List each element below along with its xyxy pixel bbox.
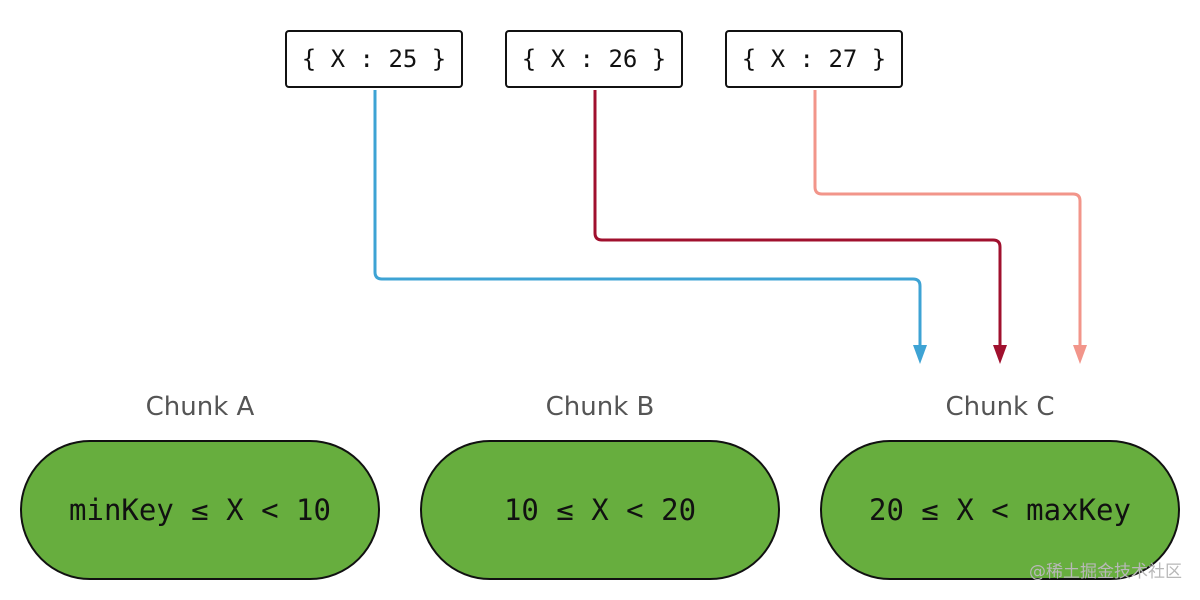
arrow-head-doc-27 [1073,345,1087,364]
chunk-b-range: 10 ≤ X < 20 [420,440,780,580]
arrow-doc-27-to-chunk-c [813,90,1082,347]
chunk-b-label: Chunk B [545,392,655,422]
chunk-c-label: Chunk C [945,392,1055,422]
chunk-a-label: Chunk A [145,392,255,422]
arrow-head-doc-25 [913,345,927,364]
document-x-26: { X : 26 } [505,30,683,88]
chunk-c-range: 20 ≤ X < maxKey [820,440,1180,580]
arrow-head-doc-26 [993,345,1007,364]
arrow-doc-26-to-chunk-c [593,90,1002,347]
chunk-a-range: minKey ≤ X < 10 [20,440,380,580]
document-x-25: { X : 25 } [285,30,463,88]
watermark: @稀土掘金技术社区 [1029,562,1182,582]
document-x-27: { X : 27 } [725,30,903,88]
arrow-doc-25-to-chunk-c [373,90,922,347]
